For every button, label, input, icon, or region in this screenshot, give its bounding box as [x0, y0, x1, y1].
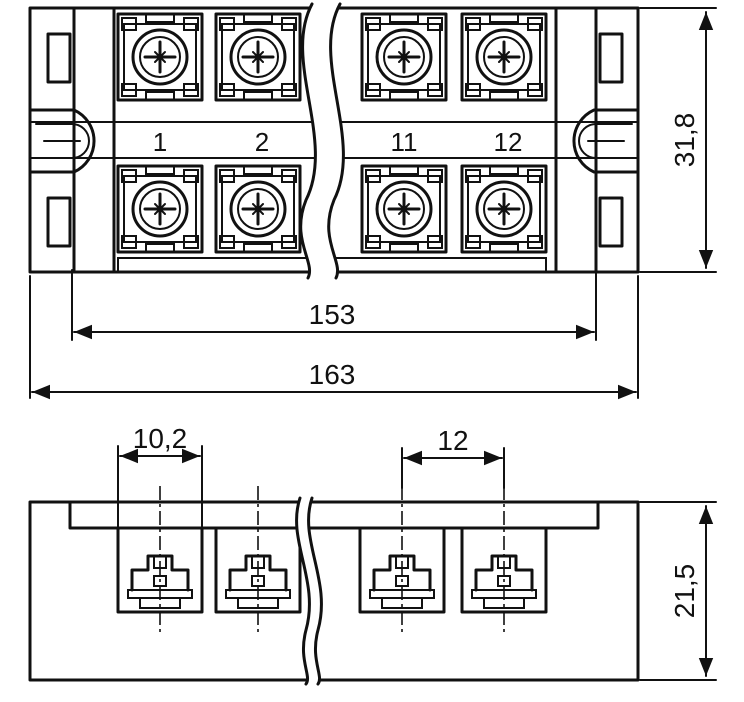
mounting-slot-right — [572, 108, 640, 174]
terminal-number: 2 — [255, 127, 269, 157]
top-dimensions: 31,8 153 163 — [29, 7, 717, 400]
phillips-screw-icon — [460, 12, 548, 102]
dimension-inner-length: 153 — [309, 299, 356, 330]
break-line — [299, 2, 317, 280]
mounting-slot-left — [28, 108, 96, 174]
phillips-screw-icon — [116, 164, 204, 254]
phillips-screw-icon — [214, 164, 302, 254]
dimension-overall-length: 163 — [309, 359, 356, 390]
dimension-terminal-width: 10,2 — [133, 423, 188, 454]
top-view: 1 2 11 12 — [28, 2, 640, 280]
phillips-screw-icon — [116, 12, 204, 102]
dimension-pitch: 12 — [437, 425, 468, 456]
phillips-screw-icon — [460, 164, 548, 254]
side-view — [28, 486, 640, 686]
terminal-number: 12 — [494, 127, 523, 157]
dimension-height-side: 21,5 — [669, 564, 700, 619]
dimension-height-top: 31,8 — [669, 113, 700, 168]
terminal-number: 11 — [391, 127, 418, 157]
terminal-number: 1 — [153, 127, 167, 157]
phillips-screw-icon — [360, 12, 448, 102]
phillips-screw-icon — [360, 164, 448, 254]
side-dimensions: 10,2 12 21,5 — [117, 423, 717, 681]
phillips-screw-icon — [214, 12, 302, 102]
